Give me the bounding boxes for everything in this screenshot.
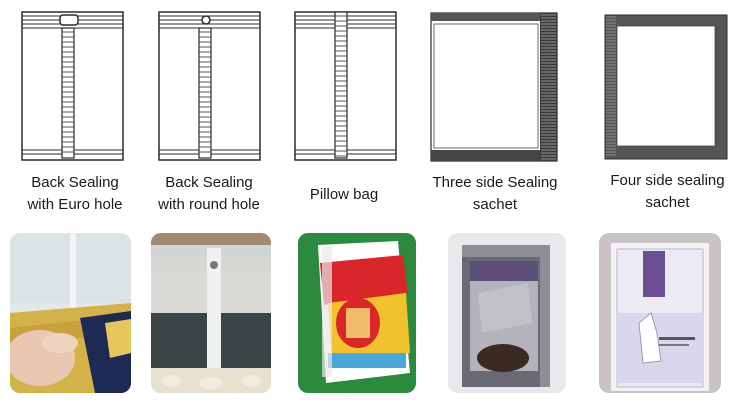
pillow-snack-bag-photo-icon [10, 233, 131, 393]
three-side-sachet-icon [430, 12, 558, 162]
pillow-bag-icon [294, 11, 397, 161]
photo-round-hole-bag [151, 233, 271, 393]
diagram-back-sealing-round-hole [157, 10, 262, 175]
four-side-sachet-icon [604, 14, 728, 160]
back-sealing-euro-hole-icon [21, 11, 124, 161]
diagram-four-side-sachet [604, 14, 728, 165]
label-four-side-sachet: Four side sealing sachet [610, 172, 725, 211]
round-hole-bag-photo-icon [151, 233, 271, 393]
photo-three-side-sachet [448, 233, 566, 393]
diagram-three-side-sachet [430, 12, 558, 167]
photo-four-side-sachet [599, 233, 721, 393]
four-side-sachet-photo-icon [599, 233, 721, 393]
three-side-sachet-photo-icon [448, 233, 566, 393]
label-back-sealing-euro-hole: Back Sealing with Euro hole [27, 174, 123, 213]
diagram-back-sealing-euro-hole [20, 10, 125, 175]
label-three-side-sachet: Three side Sealing sachet [432, 174, 558, 213]
euro-hole-pillow-photo-icon [298, 233, 416, 393]
diagram-pillow-bag [293, 10, 398, 175]
back-sealing-round-hole-icon [158, 11, 261, 161]
label-back-sealing-round-hole: Back Sealing with round hole [158, 174, 260, 213]
label-pillow-bag: Pillow bag [309, 186, 379, 203]
photo-euro-hole-pillow [298, 233, 416, 393]
photo-pillow-snack-bag [10, 233, 131, 393]
